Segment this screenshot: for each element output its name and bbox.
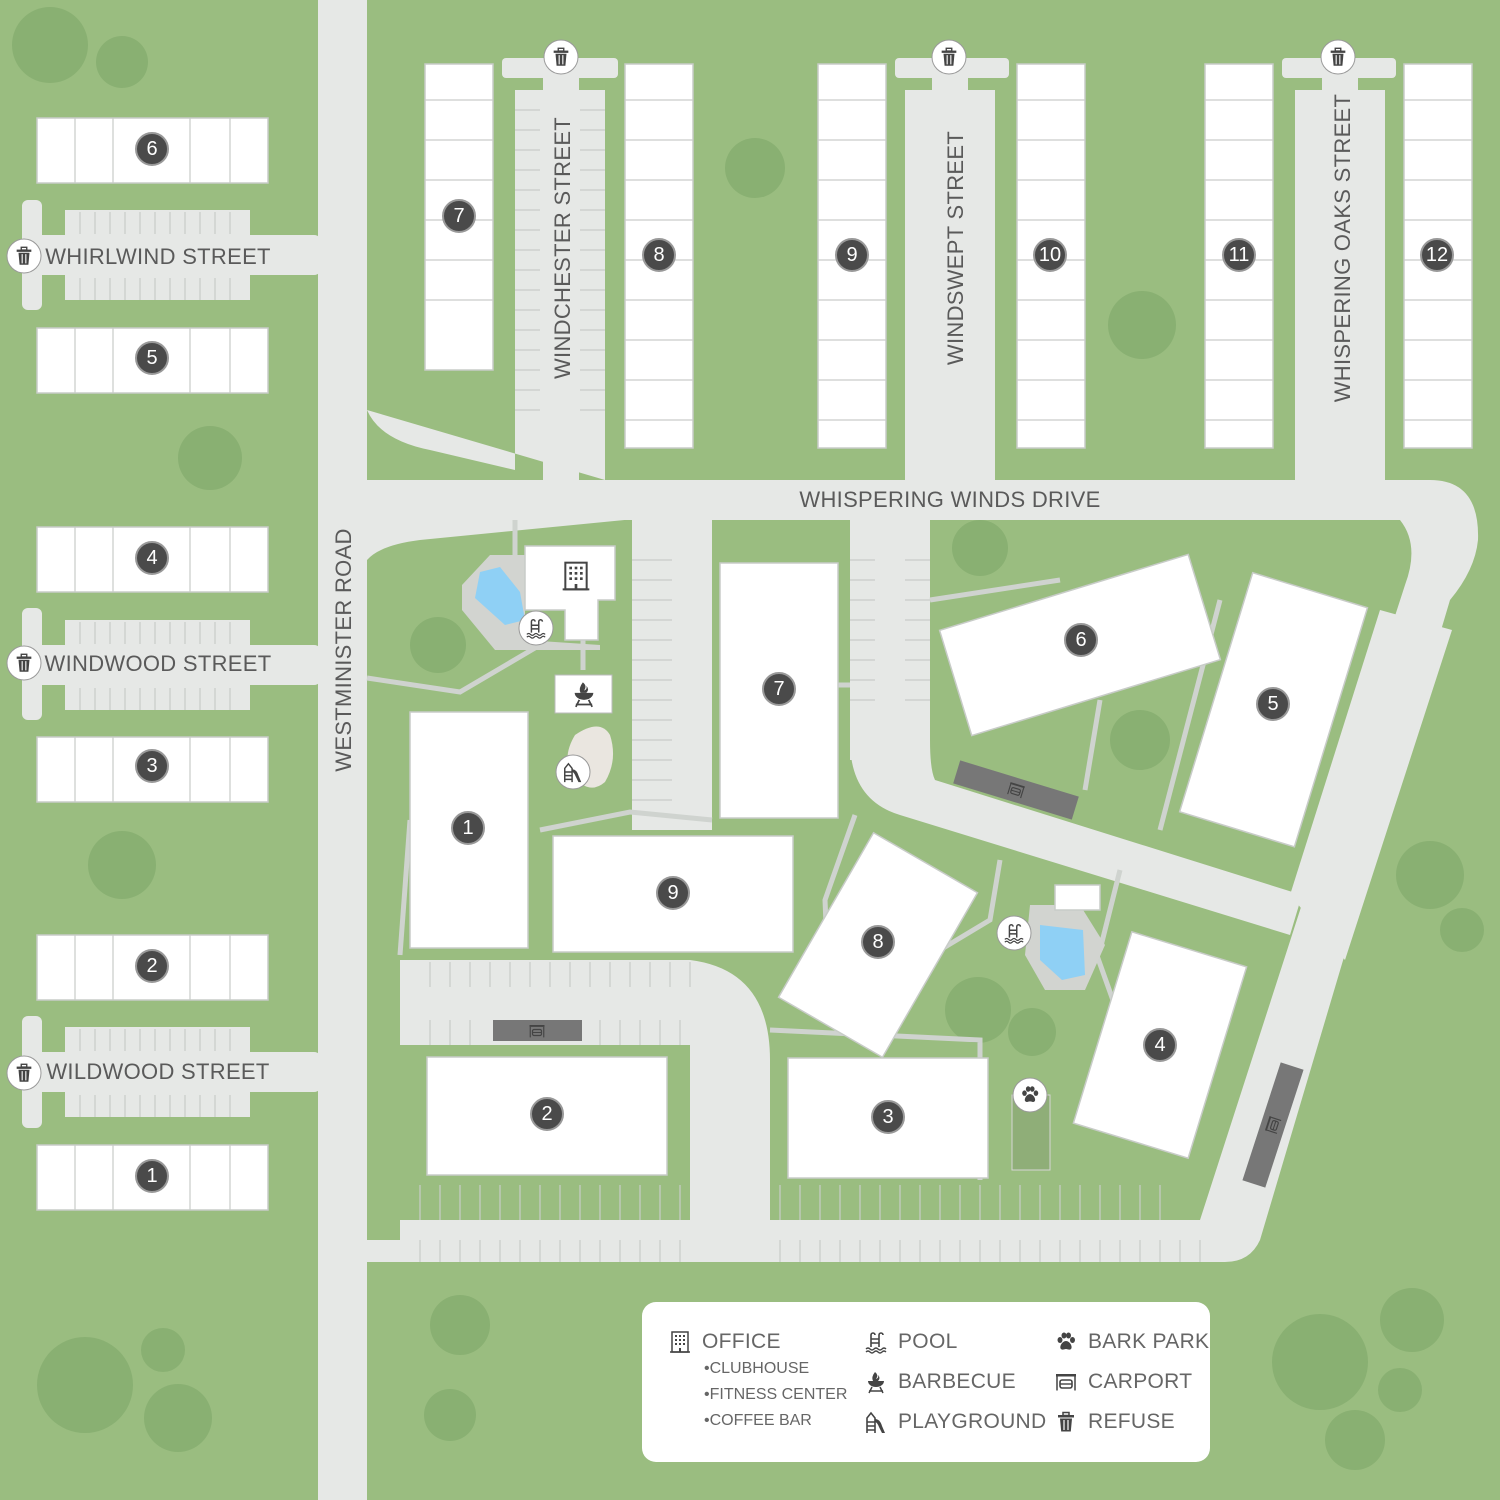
- legend-pool: POOL: [864, 1330, 958, 1354]
- legend-playground-label: PLAYGROUND: [898, 1410, 1047, 1433]
- trash-icon: [1054, 1410, 1078, 1434]
- legend-office-label: OFFICE: [702, 1330, 781, 1353]
- legend-carport-label: CARPORT: [1088, 1370, 1193, 1393]
- office-building[interactable]: [524, 545, 616, 641]
- roads: [22, 0, 1479, 1500]
- windchester-street-label: WINDCHESTER STREET: [550, 117, 575, 379]
- marker-center-2[interactable]: 2: [530, 1097, 564, 1131]
- legend-refuse: REFUSE: [1054, 1410, 1175, 1434]
- svg-text:11: 11: [1229, 244, 1250, 266]
- marker-center-4[interactable]: 4: [1143, 1028, 1177, 1062]
- legend-barbecue: BARBECUE: [864, 1370, 1016, 1394]
- svg-text:8: 8: [872, 931, 883, 953]
- office-icon: [668, 1330, 692, 1354]
- legend: OFFICE •CLUBHOUSE •FITNESS CENTER •COFFE…: [642, 1302, 1210, 1462]
- marker-left-1[interactable]: 1: [135, 1159, 169, 1193]
- marker-center-5[interactable]: 5: [1256, 687, 1290, 721]
- svg-text:4: 4: [146, 547, 157, 569]
- building-markers: 6 5 4 3 2 1 7 8 9 10 11 12 1 7 9 2 3 6 5…: [135, 132, 1454, 1193]
- carport: [493, 1020, 582, 1041]
- carport-icon: [1054, 1370, 1078, 1394]
- paw-icon: [1054, 1330, 1078, 1354]
- whispering-winds-drive-label: WHISPERING WINDS DRIVE: [799, 487, 1100, 512]
- marker-center-6[interactable]: 6: [1064, 623, 1098, 657]
- marker-left-4[interactable]: 4: [135, 541, 169, 575]
- marker-top-7[interactable]: 7: [442, 199, 476, 233]
- svg-text:12: 12: [1426, 244, 1448, 266]
- legend-pool-label: POOL: [898, 1330, 958, 1353]
- legend-office-item: •FITNESS CENTER: [704, 1386, 848, 1403]
- pool-west: [475, 567, 525, 625]
- legend-carport: CARPORT: [1054, 1370, 1192, 1394]
- svg-text:4: 4: [1154, 1034, 1165, 1056]
- marker-center-3[interactable]: 3: [871, 1100, 905, 1134]
- marker-left-3[interactable]: 3: [135, 749, 169, 783]
- marker-top-8[interactable]: 8: [642, 238, 676, 272]
- svg-text:1: 1: [462, 817, 473, 839]
- marker-center-1[interactable]: 1: [451, 811, 485, 845]
- trees: [12, 7, 1484, 1470]
- svg-text:1: 1: [146, 1165, 157, 1187]
- svg-text:5: 5: [146, 347, 157, 369]
- svg-text:5: 5: [1267, 693, 1278, 715]
- svg-text:7: 7: [453, 205, 464, 227]
- windswept-street-label: WINDSWEPT STREET: [943, 131, 968, 365]
- marker-left-2[interactable]: 2: [135, 949, 169, 983]
- svg-text:9: 9: [667, 882, 678, 904]
- svg-text:9: 9: [846, 244, 857, 266]
- wildwood-street-label: WILDWOOD STREET: [46, 1059, 269, 1084]
- marker-center-9[interactable]: 9: [656, 876, 690, 910]
- carport: [1242, 1062, 1304, 1188]
- marker-top-11[interactable]: 11: [1222, 238, 1256, 272]
- windwood-street-label: WINDWOOD STREET: [45, 651, 272, 676]
- pool-east: [1040, 925, 1085, 980]
- marker-center-8[interactable]: 8: [861, 925, 895, 959]
- svg-text:2: 2: [146, 955, 157, 977]
- svg-text:7: 7: [773, 678, 784, 700]
- legend-office: OFFICE: [668, 1330, 781, 1354]
- legend-office-item: •COFFEE BAR: [704, 1412, 812, 1429]
- marker-top-9[interactable]: 9: [835, 238, 869, 272]
- road-labels: WHIRLWIND STREET WINDWOOD STREET WILDWOO…: [45, 94, 1355, 1084]
- svg-text:8: 8: [653, 244, 664, 266]
- whispering-oaks-street-label: WHISPERING OAKS STREET: [1330, 94, 1355, 403]
- marker-center-7[interactable]: 7: [762, 672, 796, 706]
- svg-text:10: 10: [1039, 244, 1061, 266]
- marker-top-12[interactable]: 12: [1420, 238, 1454, 272]
- svg-text:6: 6: [146, 138, 157, 160]
- playground-icon: [864, 1410, 888, 1434]
- legend-playground: PLAYGROUND: [864, 1410, 1046, 1434]
- legend-bark-park: BARK PARK: [1054, 1330, 1209, 1354]
- barbecue-icon: [864, 1370, 888, 1394]
- carport: [953, 760, 1079, 820]
- refuse-markers: [6, 39, 1356, 1091]
- clubhouse-area: [462, 545, 1304, 1188]
- svg-text:6: 6: [1075, 629, 1086, 651]
- westminister-road-label: WESTMINISTER ROAD: [331, 528, 356, 771]
- marker-left-6[interactable]: 6: [135, 132, 169, 166]
- legend-office-item: •CLUBHOUSE: [704, 1360, 810, 1377]
- pool-icon: [864, 1330, 888, 1354]
- whirlwind-street-label: WHIRLWIND STREET: [45, 244, 271, 269]
- marker-top-10[interactable]: 10: [1033, 238, 1067, 272]
- legend-barbecue-label: BARBECUE: [898, 1370, 1016, 1393]
- legend-refuse-label: REFUSE: [1088, 1410, 1175, 1433]
- svg-text:3: 3: [882, 1106, 893, 1128]
- marker-left-5[interactable]: 5: [135, 341, 169, 375]
- svg-text:2: 2: [541, 1103, 552, 1125]
- svg-text:3: 3: [146, 755, 157, 777]
- legend-bark-park-label: BARK PARK: [1088, 1330, 1210, 1353]
